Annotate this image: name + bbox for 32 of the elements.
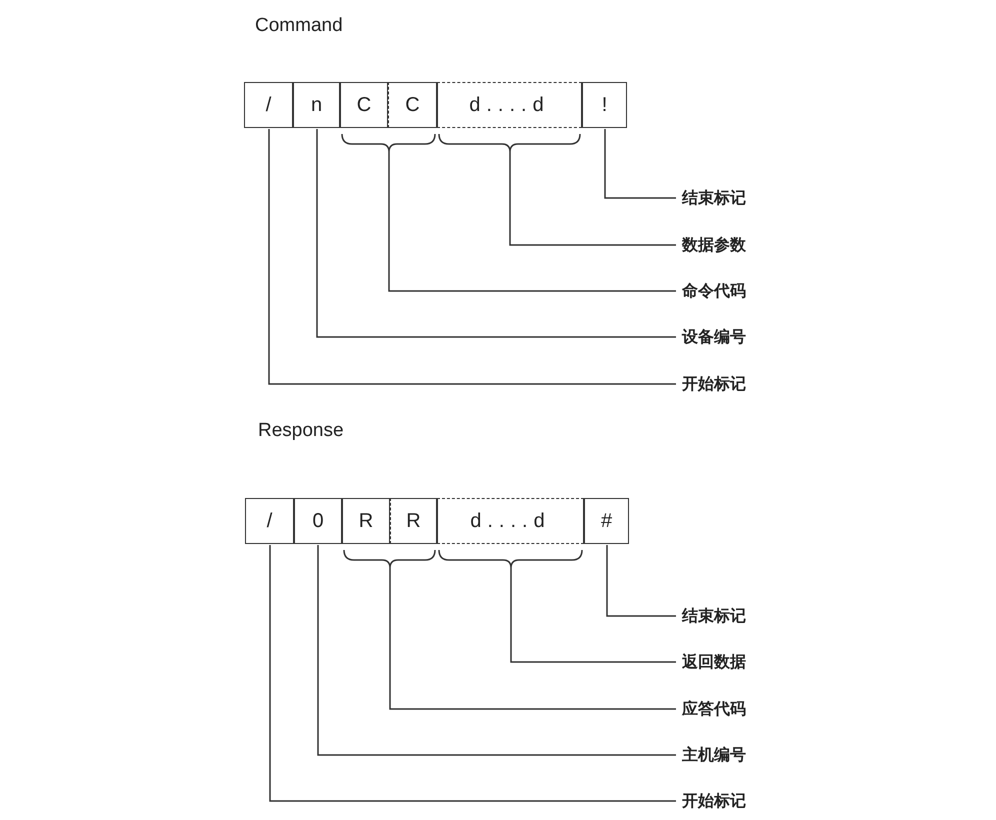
section-heading: Command [255, 15, 343, 37]
frame-field: 0 [294, 498, 342, 544]
frame-field: C [388, 82, 437, 128]
frame-field: # [584, 498, 629, 544]
leader-line [316, 129, 676, 338]
field-label: 主机编号 [682, 745, 746, 765]
leader-line [317, 545, 676, 756]
leader-line [268, 129, 676, 385]
frame-field: / [244, 82, 293, 128]
frame-field: / [245, 498, 294, 544]
leader-line [604, 129, 676, 199]
frame-field: n [293, 82, 340, 128]
field-label: 开始标记 [682, 791, 746, 811]
frame-field: ! [582, 82, 627, 128]
brace-leader-line [438, 549, 677, 663]
field-label: 设备编号 [682, 327, 746, 347]
field-label: 开始标记 [682, 374, 746, 394]
field-label: 命令代码 [682, 281, 746, 301]
brace-leader-line [438, 133, 677, 246]
leader-line [606, 545, 676, 617]
field-label: 应答代码 [682, 699, 746, 719]
frame-field: C [340, 82, 388, 128]
section-heading: Response [258, 420, 344, 442]
leader-line [269, 545, 676, 802]
field-label: 返回数据 [682, 652, 746, 672]
field-label: 数据参数 [682, 235, 746, 255]
frame-field: d....d [437, 498, 584, 544]
frame-field: R [390, 498, 437, 544]
field-label: 结束标记 [682, 188, 746, 208]
frame-field: d....d [437, 82, 582, 128]
frame-field: R [342, 498, 390, 544]
field-label: 结束标记 [682, 606, 746, 626]
